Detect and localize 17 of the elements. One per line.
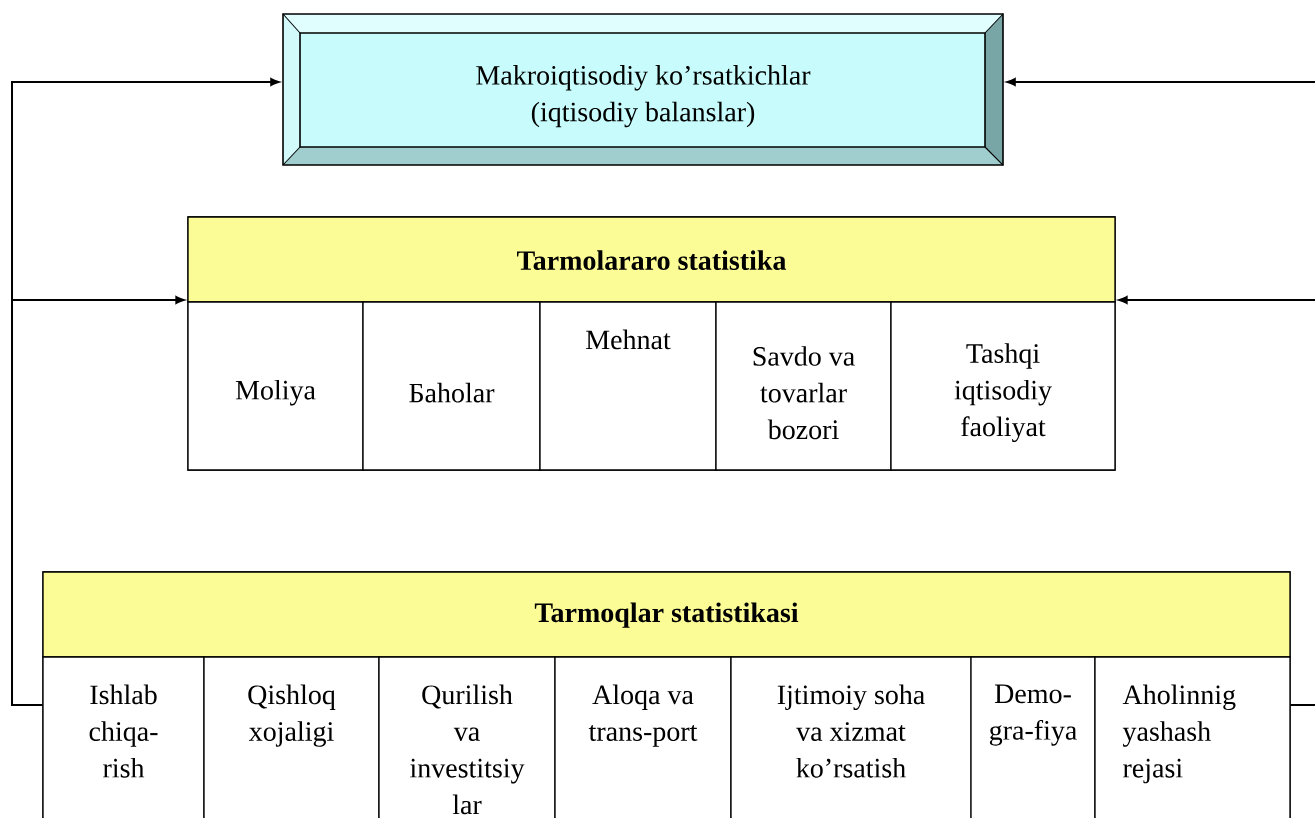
table-cell: Mehnat [539, 301, 717, 471]
arrow [11, 296, 185, 706]
table-cell: Qishloq xojaligi [203, 656, 380, 818]
table-cell: Savdo va tovarlar bozori [715, 301, 892, 471]
table-cell: Ishlab chiqa-rish [42, 656, 205, 818]
bevel-box: Makroiqtisodiy ko’rsatkichlar (iqtisodiy balanslar) [282, 13, 1004, 166]
table-header: Tarmoqlar statistikasi [42, 571, 1291, 658]
table-cell: Бaholar [362, 301, 541, 471]
table-cell: Moliya [187, 301, 364, 471]
table-cell: Aloqa va trans-port [554, 656, 732, 818]
table-cell: Aholinnig yashash rejasi [1094, 656, 1291, 818]
table-cell: Qurilish va investitsiy lar [378, 656, 556, 818]
table-cell: Demo-gra-fiya [970, 656, 1096, 818]
table-cell: Tashqi iqtisodiy faoliyat [890, 301, 1116, 471]
table-header: Tarmolararo statistika [187, 216, 1116, 303]
table-cell: Ijtimoiy soha va xizmat ko’rsatish [730, 656, 972, 818]
arrow [1118, 296, 1315, 706]
